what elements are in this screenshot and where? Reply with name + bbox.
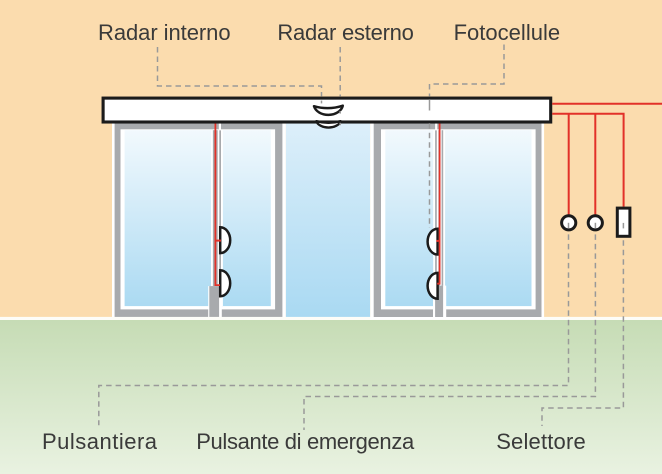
svg-text:Pulsante di emergenza: Pulsante di emergenza	[196, 429, 415, 454]
svg-text:Selettore: Selettore	[496, 429, 586, 454]
svg-text:Fotocellule: Fotocellule	[454, 20, 560, 45]
svg-text:Radar interno: Radar interno	[98, 20, 231, 45]
svg-text:Radar esterno: Radar esterno	[277, 20, 414, 45]
svg-text:Pulsantiera: Pulsantiera	[42, 429, 158, 454]
